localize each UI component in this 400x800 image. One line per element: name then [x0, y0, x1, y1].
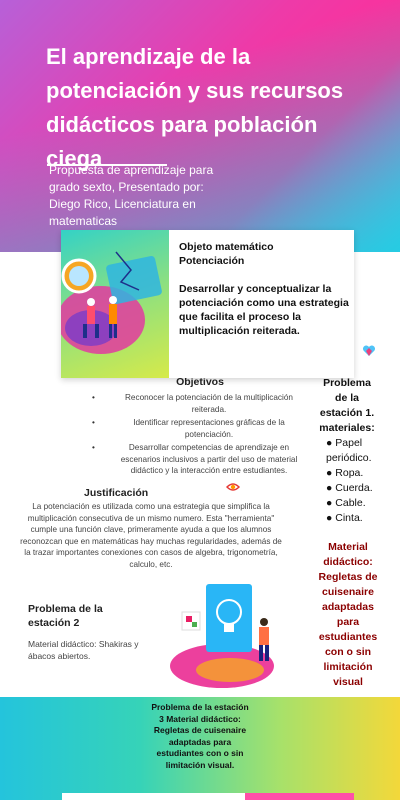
footer-bar-accent — [245, 793, 354, 800]
estacion1-block: Problema de la estación 1. materiales: P… — [316, 376, 378, 526]
objeto-card: Objeto matemático Potenciación Desarroll… — [61, 230, 354, 378]
list-item: Cinta. — [326, 511, 378, 526]
card-body: Desarrollar y conceptualizar la potencia… — [179, 283, 349, 337]
objetivos-list: Reconocer la potenciación de la multipli… — [88, 392, 304, 479]
estacion1-title: Problema de la estación 1. — [319, 377, 375, 419]
materiales-label: materiales: — [319, 422, 375, 434]
list-item: Cuerda. — [326, 481, 378, 496]
heart-icon — [362, 344, 376, 358]
page-title: El aprendizaje de la potenciación y sus … — [46, 44, 344, 171]
title-underline — [47, 164, 167, 166]
list-item: Identificar representaciones gráficas de… — [88, 417, 304, 440]
footer-bar — [62, 793, 354, 800]
list-item: Reconocer la potenciación de la multipli… — [88, 392, 304, 415]
estacion2-title: Problema de la estación 2 — [28, 603, 103, 629]
justificacion-title: Justificación — [84, 487, 149, 499]
list-item: Cable. — [326, 496, 378, 511]
card-line2: Potenciación — [179, 255, 245, 267]
card-illustration — [61, 230, 169, 378]
estacion2-text: Material didáctico: Shakiras y ábacos ab… — [28, 639, 139, 661]
eye-icon — [225, 480, 241, 492]
card-line1: Objeto matemático — [179, 241, 274, 253]
justificacion-text: La potenciación es utilizada como una es… — [20, 502, 282, 569]
page-subtitle: Propuesta de aprendizaje para grado sext… — [49, 163, 214, 228]
list-item: Ropa. — [326, 466, 378, 481]
estacion3-text: Problema de la estación 3 Material didác… — [151, 702, 249, 770]
hero-banner: El aprendizaje de la potenciación y sus … — [0, 0, 400, 252]
materiales-list: Papel periódico. Ropa. Cuerda. Cable. Ci… — [316, 436, 378, 526]
card-text: Objeto matemático Potenciación Desarroll… — [179, 240, 351, 338]
objetivos-title: Objetivos — [176, 376, 224, 388]
list-item: Desarrollar competencias de aprendizaje … — [88, 442, 304, 477]
footer-banner: Problema de la estación 3 Material didác… — [0, 697, 400, 800]
lightbulb-illustration — [160, 572, 290, 692]
material-didactico-text: Material didáctico: Regletas de cuisenai… — [318, 541, 378, 688]
list-item: Papel periódico. — [326, 436, 378, 466]
